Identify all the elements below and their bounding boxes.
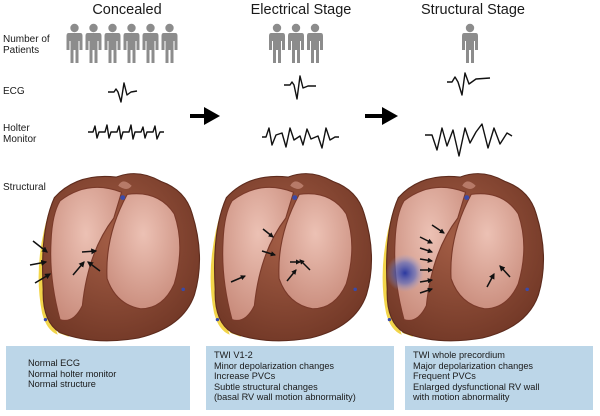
wall-motion-arrow [486, 272, 495, 288]
stage-title-structural: Structural Stage [421, 2, 525, 18]
heart-cross-section [38, 173, 201, 342]
ecg-trace [108, 82, 138, 103]
heart-cross-section [210, 173, 373, 342]
wall-motion-arrow [87, 261, 101, 272]
wall-motion-arrow [499, 265, 511, 278]
scar-region [386, 254, 424, 292]
wall-motion-arrow [32, 240, 48, 253]
ecg-trace [284, 75, 316, 100]
row-label-holter: Holter Monitor [3, 123, 37, 145]
wall-motion-arrow [72, 261, 85, 276]
stage-arrow-head [382, 107, 398, 125]
patient-icon [142, 23, 159, 63]
patient-icon [307, 23, 323, 63]
stage-arrow-head [204, 107, 220, 125]
wall-motion-arrow [29, 259, 48, 266]
stage-title-electrical: Electrical Stage [250, 2, 352, 18]
patient-icon [123, 23, 140, 63]
patient-icon [288, 23, 304, 63]
wall-motion-arrow [419, 236, 433, 244]
holter-trace [88, 124, 164, 140]
row-label-structural: Structural [3, 182, 46, 193]
patient-icon [104, 23, 121, 63]
holter-trace [262, 127, 339, 149]
patient-icon [66, 23, 83, 63]
patient-icon [85, 23, 102, 63]
wall-motion-arrow [299, 259, 311, 271]
wall-motion-arrow [81, 248, 98, 255]
wall-motion-arrow [286, 269, 297, 282]
wall-motion-arrow [419, 247, 433, 254]
wall-motion-arrow [230, 275, 246, 283]
ecg-trace [447, 72, 491, 96]
wall-motion-arrow [419, 257, 434, 263]
patient-icon [161, 23, 178, 63]
wall-motion-arrow [419, 278, 434, 284]
row-label-ecg: ECG [3, 86, 25, 97]
infobox-concealed: Normal ECG Normal holter monitor Normal … [6, 346, 190, 410]
wall-motion-arrow [419, 287, 433, 294]
holter-trace [425, 123, 513, 157]
stage-title-concealed: Concealed [92, 2, 162, 18]
wall-motion-arrow [34, 273, 52, 284]
row-label-patients: Number of Patients [3, 34, 50, 56]
wall-motion-arrow [262, 228, 274, 238]
infobox-structural: TWI whole precordium Major depolarizatio… [405, 346, 593, 410]
infobox-electrical: TWI V1-2 Minor depolarization changes In… [206, 346, 394, 410]
patient-icon [462, 23, 478, 63]
patient-icon [269, 23, 285, 63]
wall-motion-arrow [261, 250, 277, 257]
wall-motion-arrow [431, 224, 445, 234]
